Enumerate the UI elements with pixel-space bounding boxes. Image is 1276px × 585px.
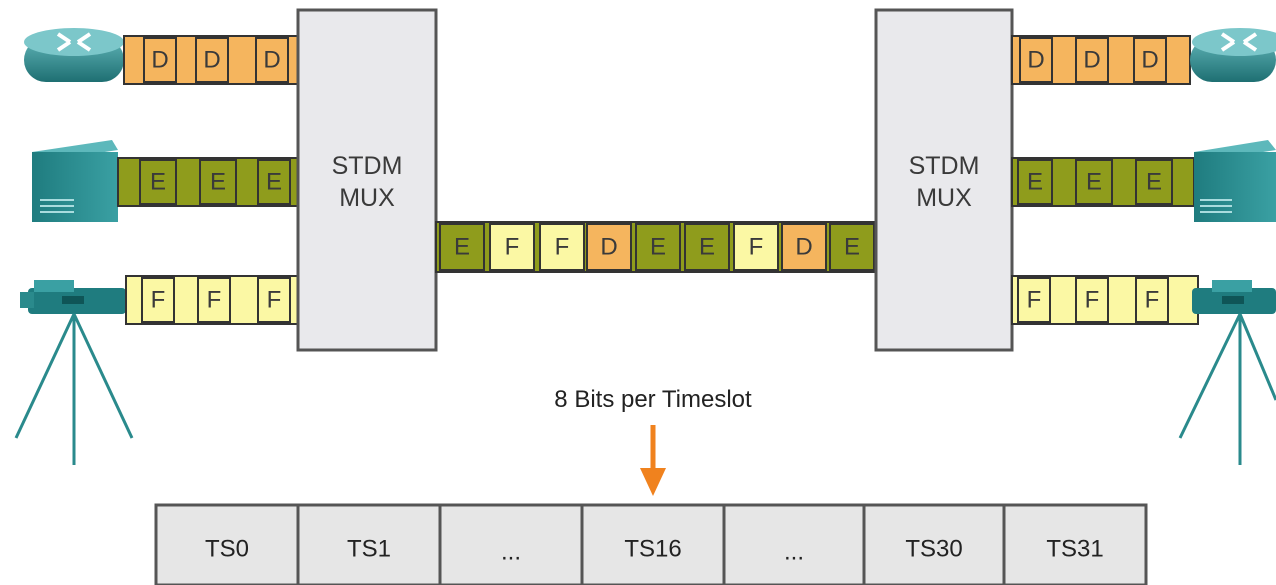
timeslot-label: TS30 bbox=[905, 536, 962, 563]
frame-label: D bbox=[203, 47, 220, 74]
timeslot-caption: 8 Bits per Timeslot bbox=[554, 386, 752, 413]
mux-right-line1: STDM bbox=[909, 152, 980, 180]
trunk-frame-label: E bbox=[699, 234, 715, 261]
timeslot-row: TS0 TS1 ... TS16 ... TS30 TS31 bbox=[154, 503, 1148, 585]
frame-label: E bbox=[210, 169, 226, 196]
right-camera-frames: F F F bbox=[1011, 275, 1199, 325]
right-router-frames: D D D bbox=[1011, 35, 1191, 85]
left-camera-frames: F F F bbox=[125, 275, 301, 325]
frame-label: D bbox=[1141, 47, 1158, 74]
router-left-icon bbox=[24, 28, 124, 82]
timeslot-label: TS1 bbox=[347, 536, 391, 563]
frame-label: D bbox=[1027, 47, 1044, 74]
frame-label: D bbox=[151, 47, 168, 74]
camera-left-icon bbox=[14, 280, 134, 465]
frame-cell bbox=[255, 37, 289, 83]
trunk-frame-label: F bbox=[555, 234, 570, 261]
frame-label: F bbox=[1027, 287, 1042, 314]
down-arrow-icon bbox=[640, 425, 666, 496]
frame-label: E bbox=[1027, 169, 1043, 196]
frame-label: F bbox=[151, 287, 166, 314]
mux-right-line2: MUX bbox=[916, 184, 972, 212]
timeslot-label: TS16 bbox=[624, 536, 681, 563]
frame-cell bbox=[195, 37, 229, 83]
trunk-frame-label: D bbox=[795, 234, 812, 261]
trunk-frame-label: D bbox=[600, 234, 617, 261]
mux-left-line2: MUX bbox=[339, 184, 395, 212]
left-server-frames: E E E bbox=[117, 157, 301, 207]
frame-label: E bbox=[1146, 169, 1162, 196]
mux-right: STDM MUX bbox=[874, 8, 1014, 352]
right-server-frames: E E E bbox=[1011, 157, 1195, 207]
trunk-frames: E F F D E E F D E bbox=[435, 221, 877, 273]
timeslot-label: TS0 bbox=[205, 536, 249, 563]
frame-label: E bbox=[266, 169, 282, 196]
frame-label: F bbox=[267, 287, 282, 314]
mux-left-line1: STDM bbox=[332, 152, 403, 180]
mux-left: STDM MUX bbox=[296, 8, 438, 352]
frame-cell bbox=[143, 37, 177, 83]
timeslot-label: ... bbox=[784, 539, 804, 566]
server-right-icon bbox=[1194, 140, 1276, 222]
timeslot-label: TS31 bbox=[1046, 536, 1103, 563]
frame-label: F bbox=[1145, 287, 1160, 314]
frame-label: D bbox=[1083, 47, 1100, 74]
frame-label: E bbox=[1086, 169, 1102, 196]
camera-right-icon bbox=[1178, 280, 1276, 465]
left-router-frames: D D D bbox=[123, 35, 301, 85]
frame-label: F bbox=[207, 287, 222, 314]
server-left-icon bbox=[32, 140, 118, 222]
timeslot-label: ... bbox=[501, 539, 521, 566]
frame-label: F bbox=[1085, 287, 1100, 314]
trunk-frame-label: E bbox=[650, 234, 666, 261]
trunk-frame-label: F bbox=[749, 234, 764, 261]
frame-label: E bbox=[150, 169, 166, 196]
trunk-frame-label: F bbox=[505, 234, 520, 261]
trunk-frame-label: E bbox=[454, 234, 470, 261]
router-right-icon bbox=[1190, 28, 1276, 82]
trunk-frame-label: E bbox=[844, 234, 860, 261]
frame-label: D bbox=[263, 47, 280, 74]
